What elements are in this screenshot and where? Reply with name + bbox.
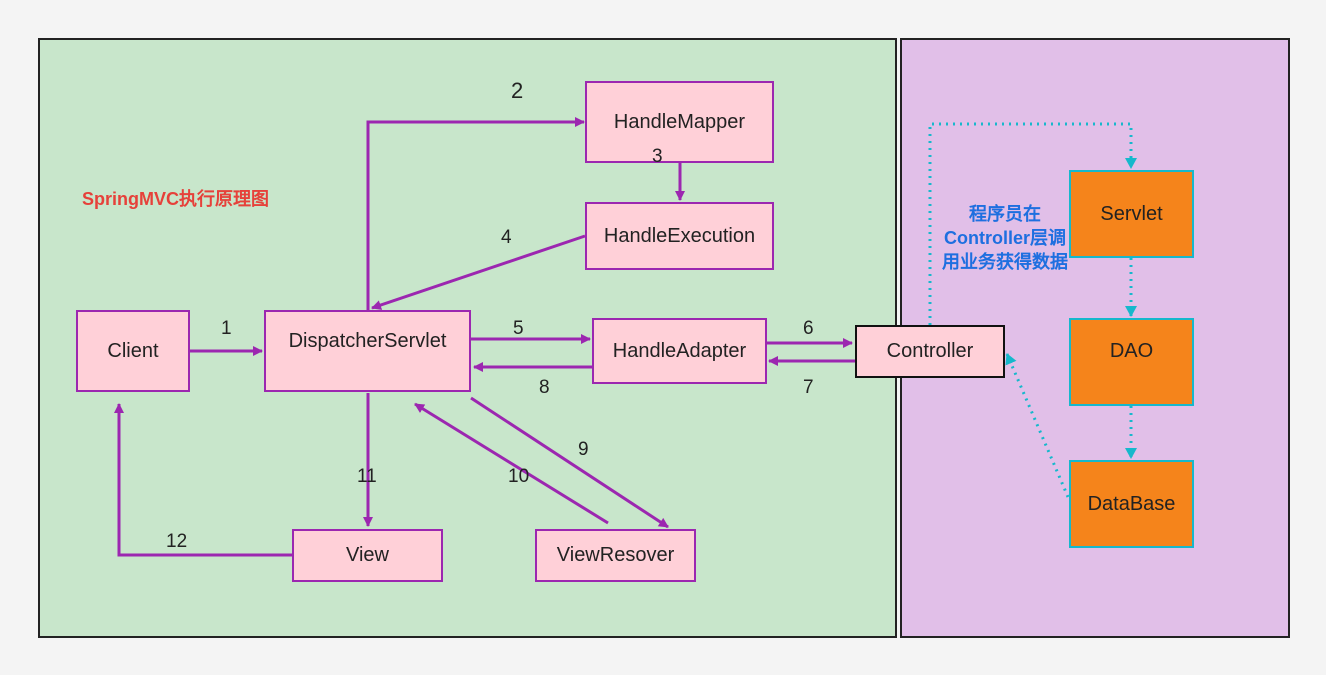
step-label: 9	[578, 439, 589, 460]
arrow-2	[366, 117, 585, 310]
step-label: 11	[357, 466, 377, 487]
arrow-9	[470, 396, 669, 529]
dispatcher-servlet-node: DispatcherServlet	[264, 310, 471, 392]
step-label: 4	[501, 227, 512, 248]
step-label: 8	[539, 377, 550, 398]
diagram-title: SpringMVC执行原理图	[82, 189, 269, 209]
step-label: 2	[511, 78, 524, 103]
arrow-12	[114, 403, 293, 557]
controller-node: Controller	[855, 325, 1005, 378]
step-label: 12	[166, 531, 188, 552]
database-node: DataBase	[1069, 460, 1194, 548]
arrow-10	[414, 402, 609, 525]
handle-adapter-node: HandleAdapter	[592, 318, 767, 384]
step-label: 3	[652, 146, 663, 167]
client-node: Client	[76, 310, 190, 392]
servlet-node: Servlet	[1069, 170, 1194, 258]
arrow-4	[371, 234, 586, 310]
note-line: 用业务获得数据	[942, 252, 1068, 272]
note-line: 程序员在	[969, 204, 1041, 224]
handle-execution-node: HandleExecution	[585, 202, 774, 270]
step-label: 5	[513, 318, 524, 339]
dao-node: DAO	[1069, 318, 1194, 406]
handle-mapper-node: HandleMapper	[585, 81, 774, 163]
step-label: 7	[803, 377, 814, 398]
view-node: View	[292, 529, 443, 582]
step-label: 6	[803, 318, 814, 339]
dotted-controller-servlet	[928, 122, 1137, 325]
note-text: 程序员在 Controller层调 用业务获得数据	[930, 202, 1080, 274]
note-line: Controller层调	[943, 228, 1066, 248]
view-resolver-node: ViewResover	[535, 529, 696, 582]
step-label: 10	[508, 466, 530, 487]
dotted-database-controller	[1005, 353, 1070, 498]
step-label: 1	[221, 318, 232, 339]
